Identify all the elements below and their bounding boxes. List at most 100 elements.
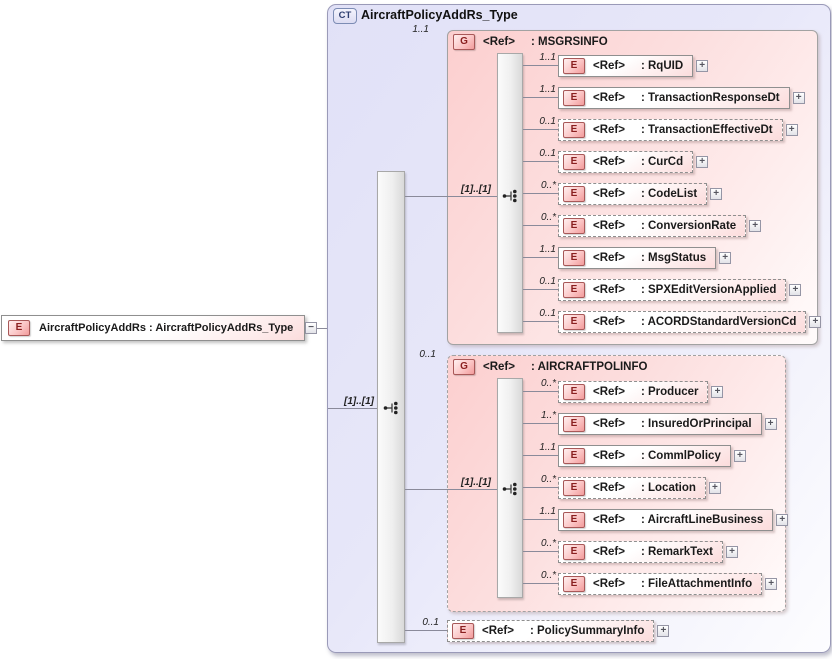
element-row-location: 0..* E <Ref> : Location + <box>523 474 721 499</box>
group-cardinality-msgrsinfo: 1..1 <box>412 24 429 35</box>
cardinality-label: 0..* <box>540 378 556 389</box>
element-icon: E <box>563 218 585 234</box>
element-name: : ACORDStandardVersionCd <box>640 316 797 328</box>
element-box-insuredorprincipal[interactable]: E <Ref> : InsuredOrPrincipal <box>558 413 762 435</box>
sequence-cardinality-msgrsinfo: [1]..[1] <box>461 184 491 195</box>
ref-label: <Ref> <box>593 316 625 328</box>
connector-line <box>523 583 558 584</box>
element-box-aircraftlinebusiness[interactable]: E <Ref> : AircraftLineBusiness <box>558 509 774 531</box>
element-name: : PolicySummaryInfo <box>529 625 645 637</box>
element-box-codelist[interactable]: E <Ref> : CodeList <box>558 183 708 205</box>
element-name: : RqUID <box>640 60 684 72</box>
element-box-rquid[interactable]: E <Ref> : RqUID <box>558 55 694 77</box>
element-box-remarktext[interactable]: E <Ref> : RemarkText <box>558 541 723 563</box>
cardinality-label: 1..1 <box>539 52 556 63</box>
expand-icon[interactable]: + <box>789 284 802 296</box>
element-icon: E <box>563 282 585 298</box>
element-box-curcd[interactable]: E <Ref> : CurCd <box>558 151 694 173</box>
element-box-msgstatus[interactable]: E <Ref> : MsgStatus <box>558 247 717 269</box>
element-icon: E <box>563 250 585 266</box>
expand-icon[interactable]: + <box>733 450 746 462</box>
cardinality-label: 0..* <box>540 180 556 191</box>
connector-line <box>523 487 558 488</box>
expand-icon[interactable]: + <box>764 418 777 430</box>
expand-icon[interactable]: + <box>696 60 709 72</box>
element-box-conversionrate[interactable]: E <Ref> : ConversionRate <box>558 215 747 237</box>
element-row-transactioneffectivedt: 0..1 E <Ref> : TransactionEffectiveDt + <box>523 116 798 141</box>
connector-line <box>523 551 558 552</box>
complex-type-badge: CT <box>333 8 357 24</box>
expand-icon[interactable]: + <box>719 252 732 264</box>
element-box-transactionresponsedt[interactable]: E <Ref> : TransactionResponseDt <box>558 87 790 109</box>
expand-icon[interactable]: + <box>776 514 789 526</box>
ref-label: <Ref> <box>593 546 625 558</box>
element-icon: E <box>563 384 585 400</box>
element-row-producer: 0..* E <Ref> : Producer + <box>523 378 724 403</box>
expand-icon[interactable]: + <box>809 316 822 328</box>
ref-label: <Ref> <box>593 220 625 232</box>
group-icon: G <box>453 359 475 375</box>
sequence-cardinality-main: [1]..[1] <box>344 396 374 407</box>
element-box-fileattachmentinfo[interactable]: E <Ref> : FileAttachmentInfo <box>558 573 763 595</box>
ref-label: <Ref> <box>593 156 625 168</box>
sequence-compositor-icon <box>383 401 398 415</box>
element-box-policysummaryinfo[interactable]: E <Ref> : PolicySummaryInfo <box>447 620 655 642</box>
element-box-spxeditversionapplied[interactable]: E <Ref> : SPXEditVersionApplied <box>558 279 787 301</box>
expand-icon[interactable]: + <box>711 386 724 398</box>
group-header-aircraftpolinfo[interactable]: G <Ref> : AIRCRAFTPOLINFO <box>453 359 647 375</box>
element-icon: E <box>563 416 585 432</box>
collapse-icon[interactable]: − <box>305 322 317 334</box>
cardinality-label: 1..1 <box>539 506 556 517</box>
group-header-msgrsinfo[interactable]: G <Ref> : MSGRSINFO <box>453 34 608 50</box>
element-row-insuredorprincipal: 1..* E <Ref> : InsuredOrPrincipal + <box>523 410 777 435</box>
expand-icon[interactable]: + <box>725 546 738 558</box>
element-icon: E <box>563 122 585 138</box>
connector-line <box>523 193 558 194</box>
connector-line <box>523 519 558 520</box>
expand-icon[interactable]: + <box>710 188 723 200</box>
connector-line <box>523 321 558 322</box>
expand-icon[interactable]: + <box>785 124 798 136</box>
ref-label: <Ref> <box>593 578 625 590</box>
element-box-location[interactable]: E <Ref> : Location <box>558 477 706 499</box>
element-box-producer[interactable]: E <Ref> : Producer <box>558 381 709 403</box>
ref-label: <Ref> <box>593 284 625 296</box>
group-icon: G <box>453 34 475 50</box>
connector-line <box>523 289 558 290</box>
element-icon: E <box>563 154 585 170</box>
sequence-bar-aircraftpolinfo <box>497 378 523 598</box>
group-name: : MSGRSINFO <box>530 36 608 48</box>
cardinality-label: 0..* <box>540 212 556 223</box>
ref-label: <Ref> <box>593 124 625 136</box>
expand-icon[interactable]: + <box>792 92 805 104</box>
element-box-acordstandardversioncd[interactable]: E <Ref> : ACORDStandardVersionCd <box>558 311 807 333</box>
connector-line <box>523 97 558 98</box>
element-row-remarktext: 0..* E <Ref> : RemarkText + <box>523 538 738 563</box>
connector-line <box>523 257 558 258</box>
connector-line <box>523 65 558 66</box>
cardinality-label: 0..* <box>540 570 556 581</box>
element-name: : SPXEditVersionApplied <box>640 284 777 296</box>
root-element-box[interactable]: E AircraftPolicyAddRs : AircraftPolicyAd… <box>1 315 305 341</box>
expand-icon[interactable]: + <box>708 482 721 494</box>
expand-icon[interactable]: + <box>696 156 709 168</box>
feed-root: [1]..[1] <box>328 396 377 419</box>
element-box-transactioneffectivedt[interactable]: E <Ref> : TransactionEffectiveDt <box>558 119 783 141</box>
cardinality-label: 0..1 <box>422 617 439 628</box>
ref-label: <Ref> <box>593 482 625 494</box>
sequence-compositor-icon <box>502 189 517 203</box>
sequence-bar-msgrsinfo <box>497 53 523 333</box>
ref-label: <Ref> <box>482 625 514 637</box>
element-row-commlpolicy: 1..1 E <Ref> : CommlPolicy + <box>523 442 746 467</box>
cardinality-label: 0..* <box>540 474 556 485</box>
expand-icon[interactable]: + <box>765 578 778 590</box>
expand-icon[interactable]: + <box>657 625 670 637</box>
element-name: : FileAttachmentInfo <box>640 578 753 590</box>
connector-line <box>523 455 558 456</box>
ref-label: <Ref> <box>593 418 625 430</box>
element-name: : CodeList <box>640 188 698 200</box>
expand-icon[interactable]: + <box>749 220 762 232</box>
feed-aircraftpolinfo: [1]..[1] <box>405 477 497 500</box>
element-name: : Producer <box>640 386 699 398</box>
element-box-commlpolicy[interactable]: E <Ref> : CommlPolicy <box>558 445 731 467</box>
